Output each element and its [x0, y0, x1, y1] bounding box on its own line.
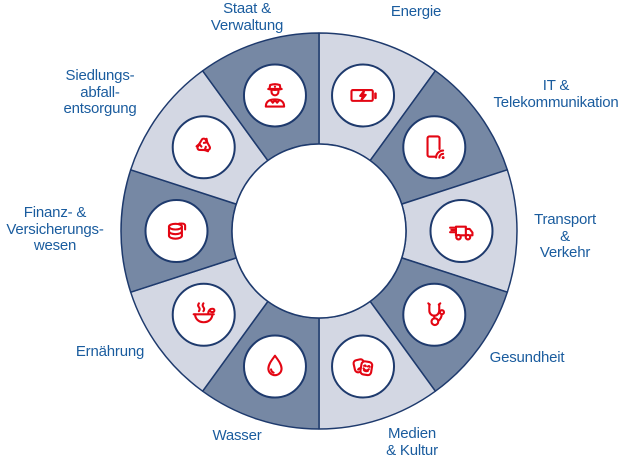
sector-label-ernaehrung: Ernährung [75, 343, 145, 360]
water-drop-icon [267, 354, 283, 377]
coins-stack-icon [167, 222, 187, 240]
recycling-icon [195, 137, 211, 153]
sector-label-energie: Energie [390, 3, 442, 20]
battery-charging-icon [350, 89, 377, 102]
icon-circle-transport-verkehr [429, 199, 494, 263]
police-officer-icon [264, 83, 286, 108]
center-circle [231, 143, 407, 319]
icon-circle-it-telekommunikation [402, 115, 467, 180]
sector-label-staat-verwaltung: Staat & Verwaltung [210, 0, 284, 34]
smartphone-signal-icon [426, 135, 445, 160]
sector-label-it-telekommunikation: IT & Telekommunikation [493, 77, 619, 111]
truck-icon [449, 225, 474, 241]
icon-circle-siedlungsabfallentsorgung [171, 115, 236, 180]
sector-label-siedlungsabfallentsorgung: Siedlungs- abfall- entsorgung [63, 67, 137, 117]
sector-label-transport-verkehr: Transport & Verkehr [534, 211, 596, 261]
sector-label-medien-kultur: Medien & Kultur [386, 425, 438, 459]
sector-label-wasser: Wasser [212, 427, 262, 444]
sector-label-finanz-versicherungswesen: Finanz- & Versicherungs- wesen [6, 204, 104, 254]
sector-label-gesundheit: Gesundheit [489, 349, 565, 366]
theater-masks-icon [352, 358, 374, 377]
stethoscope-icon [427, 302, 446, 327]
food-bowl-icon [192, 302, 216, 324]
icon-circle-wasser [242, 334, 307, 399]
icon-circle-finanz-versicherungswesen [144, 199, 209, 263]
